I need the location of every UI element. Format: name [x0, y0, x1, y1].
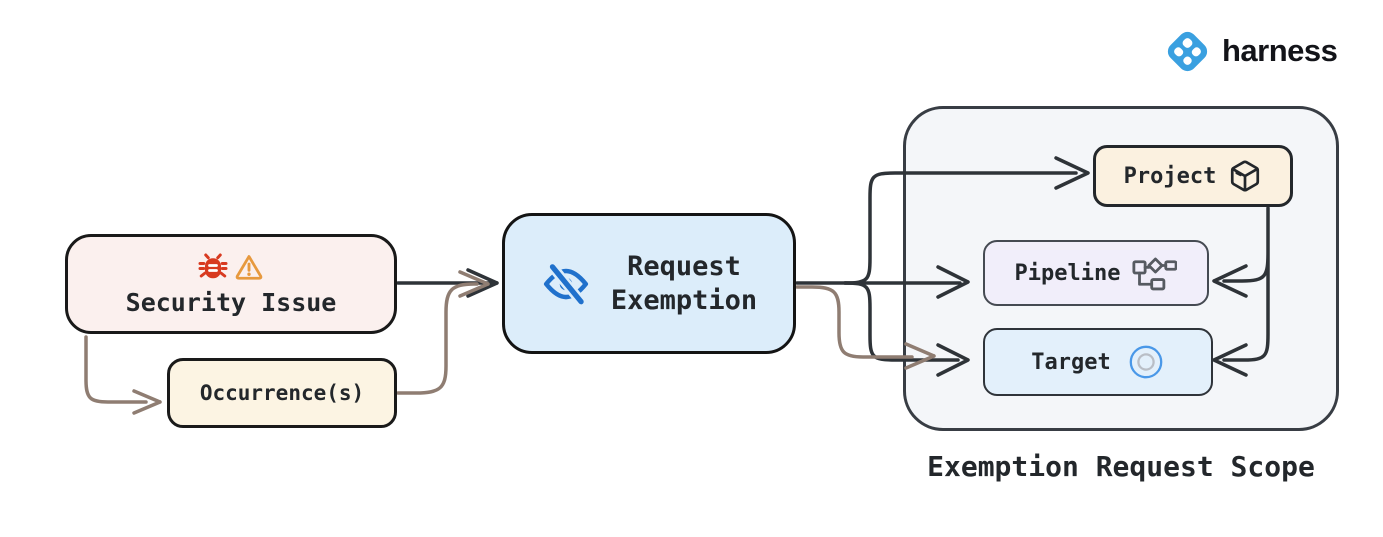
- package-cube-icon: [1228, 159, 1262, 193]
- arrow-request-to-target: [843, 281, 970, 377]
- node-project: Project: [1093, 145, 1293, 207]
- node-target: Target: [983, 328, 1213, 396]
- arrow-request-to-project: [843, 156, 1090, 285]
- occurrences-label: Occurrence(s): [199, 381, 365, 405]
- arrow-occurrence-flow-to-target: [795, 285, 936, 370]
- harness-wordmark: harness: [1222, 33, 1338, 68]
- project-label: Project: [1123, 163, 1217, 189]
- scope-caption: Exemption Request Scope: [927, 450, 1315, 483]
- node-pipeline: Pipeline: [983, 240, 1209, 306]
- pipeline-label: Pipeline: [1014, 260, 1121, 286]
- request-exemption-label: Request Exemption: [611, 250, 757, 318]
- request-exemption-line2: Exemption: [610, 284, 758, 316]
- harness-logo-icon: [1163, 27, 1211, 75]
- node-occurrences: Occurrence(s): [167, 358, 397, 428]
- arrow-occurrence-to-request: [396, 270, 490, 395]
- target-label: Target: [1031, 349, 1111, 375]
- request-exemption-line1: Request: [627, 250, 741, 282]
- arrow-project-to-pipeline-and-target: [1212, 206, 1270, 377]
- arrow-security-to-occurrence: [84, 335, 162, 415]
- security-issue-label: Security Issue: [125, 287, 337, 317]
- pipeline-flow-icon: [1132, 255, 1178, 291]
- security-issue-icons: [198, 252, 264, 282]
- node-request-exemption: Request Exemption: [502, 213, 796, 354]
- warning-icon: [234, 252, 264, 282]
- target-circles-icon: [1127, 343, 1165, 381]
- eye-off-icon: [541, 259, 591, 309]
- node-security-issue: Security Issue: [65, 234, 397, 334]
- bug-icon: [198, 252, 228, 282]
- arrow-request-to-pipeline: [795, 265, 970, 299]
- harness-logo: harness: [1163, 26, 1338, 76]
